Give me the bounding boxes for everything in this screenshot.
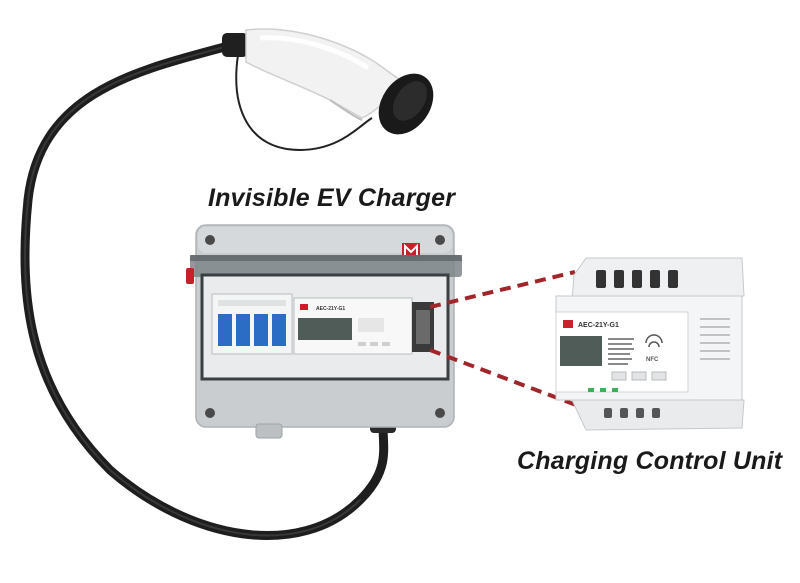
control-unit-caption: Charging Control Unit xyxy=(517,447,783,475)
control-unit-model: AEC-21Y-G1 xyxy=(578,322,619,329)
ev-connector-plug xyxy=(222,28,434,135)
brand-logo xyxy=(402,243,420,257)
enclosure-meter: AEC-21Y-G1 xyxy=(293,297,434,355)
callout-lines xyxy=(429,270,585,410)
nfc-label: NFC xyxy=(646,357,659,363)
enclosure-meter-label: AEC-21Y-G1 xyxy=(316,306,345,312)
circuit-breaker xyxy=(211,293,293,355)
charger-title-caption: Invisible EV Charger xyxy=(208,184,456,212)
charging-control-unit: AEC-21Y-G1 NFC xyxy=(555,257,745,431)
